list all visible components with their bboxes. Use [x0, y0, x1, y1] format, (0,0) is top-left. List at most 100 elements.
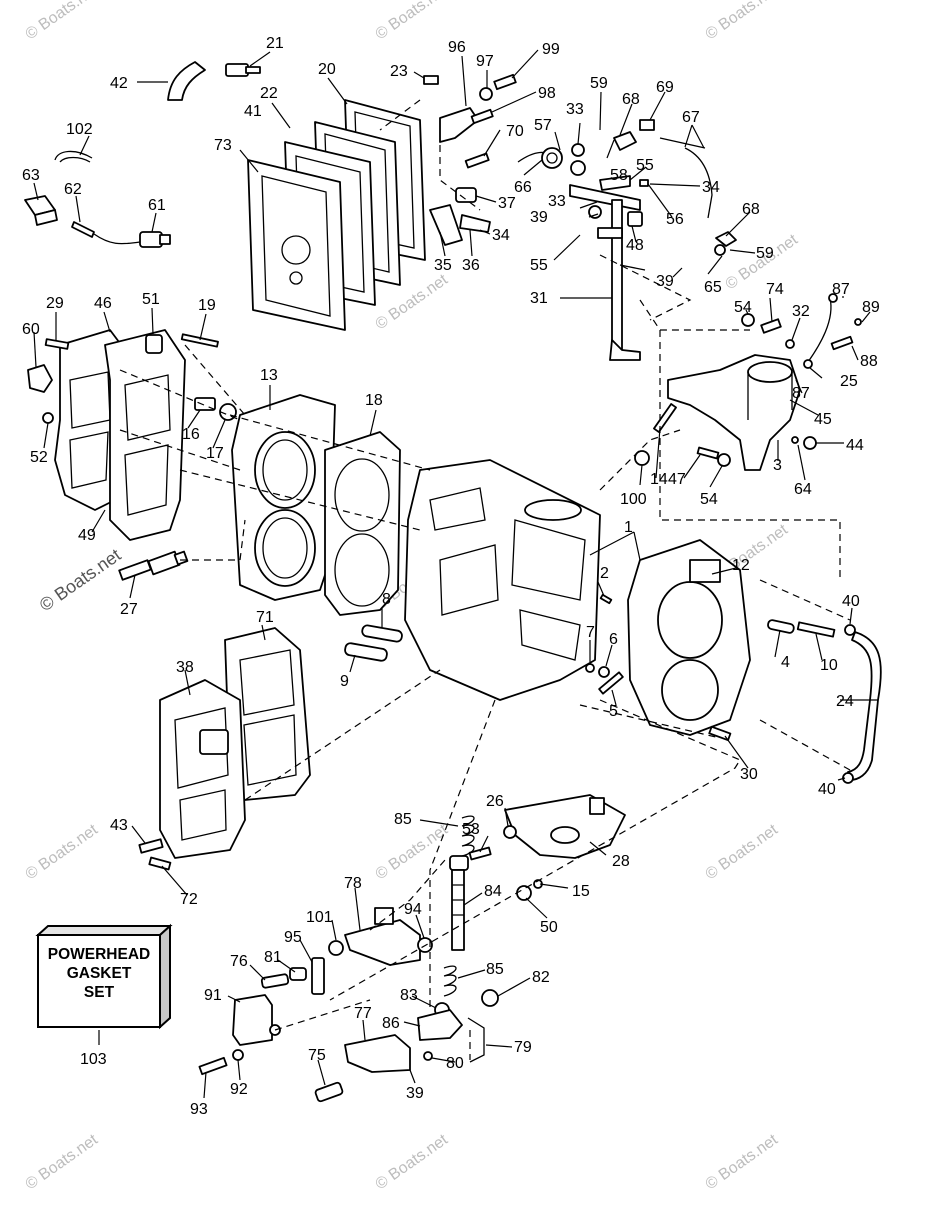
- callout-9: 9: [340, 673, 349, 690]
- callout-94: 94: [404, 901, 422, 918]
- bolt-43: [138, 838, 164, 854]
- callout-98: 98: [538, 85, 556, 102]
- hose-42: [167, 61, 206, 101]
- callout-55a: 55: [636, 157, 654, 174]
- callout-82: 82: [532, 969, 550, 986]
- callout-2: 2: [600, 565, 609, 582]
- sensor-63: [24, 195, 58, 226]
- callout-99: 99: [542, 41, 560, 58]
- linkage-right-parts: [597, 119, 737, 256]
- callout-8: 8: [382, 591, 391, 608]
- callout-33b: 33: [548, 193, 566, 210]
- callout-59a: 59: [590, 75, 608, 92]
- assembly-dash-lines: [119, 99, 851, 1060]
- watermark-text: © Boats.net: [23, 821, 102, 883]
- callout-54a: 54: [734, 299, 752, 316]
- callout-57: 57: [534, 117, 552, 134]
- crankcase-cover-1: [627, 539, 751, 736]
- dowel-8: [361, 624, 403, 643]
- callout-33a: 33: [566, 101, 584, 118]
- callout-35: 35: [434, 257, 452, 274]
- callout-83: 83: [400, 987, 418, 1004]
- callout-62: 62: [64, 181, 82, 198]
- callout-87a: 87: [832, 281, 850, 298]
- callout-34b: 34: [492, 227, 510, 244]
- bolt-75: [314, 1081, 344, 1103]
- callout-12: 12: [732, 557, 750, 574]
- callout-80: 80: [446, 1055, 464, 1072]
- callout-38: 38: [176, 659, 194, 676]
- callout-44: 44: [846, 437, 864, 454]
- callout-67: 67: [682, 109, 700, 126]
- callout-84: 84: [484, 883, 502, 900]
- callout-63: 63: [22, 167, 40, 184]
- callout-39a: 39: [530, 209, 548, 226]
- plate-95: [311, 957, 325, 995]
- callout-18: 18: [365, 392, 383, 409]
- callout-95: 95: [284, 929, 302, 946]
- callout-41: 41: [244, 103, 262, 120]
- callout-39b: 39: [656, 273, 674, 290]
- watermark-text: © Boats.net: [703, 1131, 782, 1193]
- callout-22: 22: [260, 85, 278, 102]
- bracket-78: [344, 907, 421, 966]
- bolt-72: [148, 856, 172, 871]
- callout-66: 66: [514, 179, 532, 196]
- callout-32: 32: [792, 303, 810, 320]
- callout-17: 17: [206, 445, 224, 462]
- callout-101: 101: [306, 909, 333, 926]
- callout-81: 81: [264, 949, 282, 966]
- gasket-stack-transfer-covers: [247, 99, 426, 331]
- gasket-71: [224, 627, 311, 801]
- callout-46: 46: [94, 295, 112, 312]
- nut-50: [516, 885, 532, 901]
- washer-82: [481, 989, 499, 1007]
- callout-23: 23: [390, 63, 408, 80]
- callout-19: 19: [198, 297, 216, 314]
- callout-28: 28: [612, 853, 630, 870]
- callout-26: 26: [486, 793, 504, 810]
- spring-85-lower: [443, 965, 457, 997]
- callout-59b: 59: [756, 245, 774, 262]
- callout-72: 72: [180, 891, 198, 908]
- spring-85-upper: [461, 815, 475, 857]
- callout-53: 53: [462, 821, 480, 838]
- gasket-kit-box-103: POWERHEAD GASKET SET: [35, 923, 173, 1030]
- parts-layer: POWERHEAD GASKET SET: [24, 61, 882, 1103]
- head-gasket-18: [324, 431, 401, 616]
- callout-68b: 68: [742, 201, 760, 218]
- washer-6: [598, 666, 610, 678]
- misc-fasteners-right: [634, 403, 817, 467]
- rod-84: [449, 855, 469, 951]
- callout-40a: 40: [842, 593, 860, 610]
- callout-92: 92: [230, 1081, 248, 1098]
- bolt-76: [260, 973, 290, 989]
- callout-25: 25: [840, 373, 858, 390]
- bracket-77: [344, 1034, 411, 1073]
- callout-5: 5: [609, 703, 618, 720]
- callout-20: 20: [318, 61, 336, 78]
- link-79: [467, 1017, 485, 1063]
- callout-34a: 34: [702, 179, 720, 196]
- callout-100: 100: [620, 491, 647, 508]
- washer-92: [232, 1049, 244, 1061]
- callout-85b: 85: [486, 961, 504, 978]
- callout-16: 16: [182, 426, 200, 443]
- callout-70: 70: [506, 123, 524, 140]
- cover-38: [159, 679, 246, 859]
- callout-69: 69: [656, 79, 674, 96]
- watermark-text: © Boats.net: [703, 0, 782, 43]
- callout-14: 14: [650, 471, 668, 488]
- cylinder-block: [404, 459, 601, 701]
- dowel-9: [344, 642, 388, 662]
- fitting-21: [225, 63, 261, 77]
- clamp-40-top: [844, 624, 856, 636]
- callout-6: 6: [609, 631, 618, 648]
- callout-labels: 1 2 3 4 5 6 7 8 9 10 12 13 14 15 16 17 1…: [22, 35, 880, 1118]
- callout-68a: 68: [622, 91, 640, 108]
- exhaust-cover-46-gasket-49: [54, 329, 186, 541]
- leader-lines: [33, 49, 878, 1099]
- callout-30: 30: [740, 766, 758, 783]
- callout-91: 91: [204, 987, 222, 1004]
